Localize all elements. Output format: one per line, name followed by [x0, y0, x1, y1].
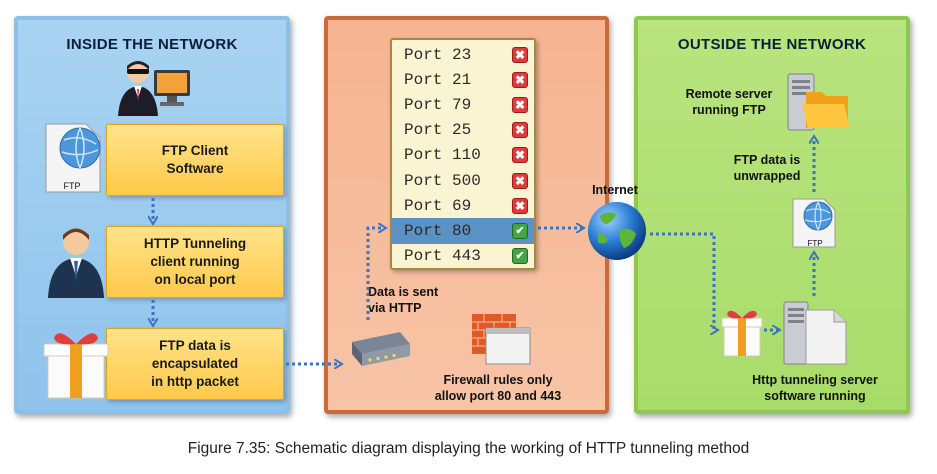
allow-icon: ✔ [512, 222, 528, 239]
port-row: Port 23 ✖ [392, 42, 534, 67]
figure-caption: Figure 7.35: Schematic diagram displayin… [187, 440, 750, 457]
ftp-client-box: FTP Client Software [106, 124, 284, 196]
inside-network-title: INSIDE THE NETWORK [66, 36, 238, 53]
encapsulated-label: FTP data is encapsulated in http packet [151, 338, 239, 389]
internet-globe-icon [588, 202, 646, 260]
port-row: Port 80 ✔ [392, 218, 534, 244]
ftp-document-icon-outside [792, 198, 836, 248]
firewall-rules-label: Firewall rules only allow port 80 and 44… [434, 373, 562, 403]
firewall-icon [472, 314, 531, 365]
tunnel-client-box: HTTP Tunneling client running on local p… [106, 226, 284, 298]
port-row: Port 69 ✖ [392, 193, 534, 218]
deny-icon: ✖ [512, 71, 528, 88]
hacker-user-icon [118, 61, 190, 116]
ftp-document-label-outside: FTP [807, 239, 823, 248]
deny-icon: ✖ [512, 96, 528, 113]
port-label: Port 79 [404, 95, 472, 114]
port-label: Port 21 [404, 70, 472, 89]
remote-server-label: Remote server running FTP [685, 87, 773, 117]
unwrapped-label: FTP data is unwrapped [733, 153, 801, 183]
deny-icon: ✖ [512, 197, 528, 214]
port-label: Port 69 [404, 196, 472, 215]
router-icon [352, 332, 410, 366]
port-label: Port 500 [404, 171, 481, 190]
tunnel-client-label: HTTP Tunneling client running on local p… [143, 236, 247, 287]
port-row: Port 21 ✖ [392, 67, 534, 92]
port-label: Port 25 [404, 121, 472, 140]
remote-ftp-server-icon [787, 73, 850, 131]
data-sent-label: Data is sent via HTTP [368, 285, 439, 315]
internet-label: Internet [592, 183, 638, 197]
gift-package-icon-outside [721, 310, 763, 357]
outside-network-title: OUTSIDE THE NETWORK [677, 36, 867, 53]
ftp-client-label: FTP Client Software [161, 143, 229, 176]
deny-icon: ✖ [512, 172, 528, 189]
port-row: Port 79 ✖ [392, 92, 534, 117]
port-label: Port 110 [404, 146, 481, 165]
port-label: Port 80 [404, 221, 472, 240]
encapsulated-box: FTP data is encapsulated in http packet [106, 328, 284, 400]
allow-icon: ✔ [512, 248, 528, 265]
port-row: Port 443 ✔ [392, 244, 534, 269]
port-label: Port 443 [404, 247, 481, 266]
port-row: Port 110 ✖ [392, 143, 534, 168]
ftp-document-icon [45, 123, 101, 193]
port-row: Port 25 ✖ [392, 118, 534, 143]
deny-icon: ✖ [512, 147, 528, 164]
ftp-document-label: FTP [63, 181, 81, 191]
tunneling-server-icon [783, 301, 847, 365]
outside-network-panel: OUTSIDE THE NETWORK [634, 16, 910, 414]
deny-icon: ✖ [512, 46, 528, 63]
tunnel-server-label: Http tunneling server software running [752, 373, 878, 403]
deny-icon: ✖ [512, 122, 528, 139]
port-row: Port 500 ✖ [392, 168, 534, 193]
businessman-icon [48, 228, 104, 298]
port-label: Port 23 [404, 45, 472, 64]
gift-package-icon [43, 333, 109, 399]
firewall-port-list: Port 23✖Port 21✖Port 79✖Port 25✖Port 110… [390, 38, 536, 270]
